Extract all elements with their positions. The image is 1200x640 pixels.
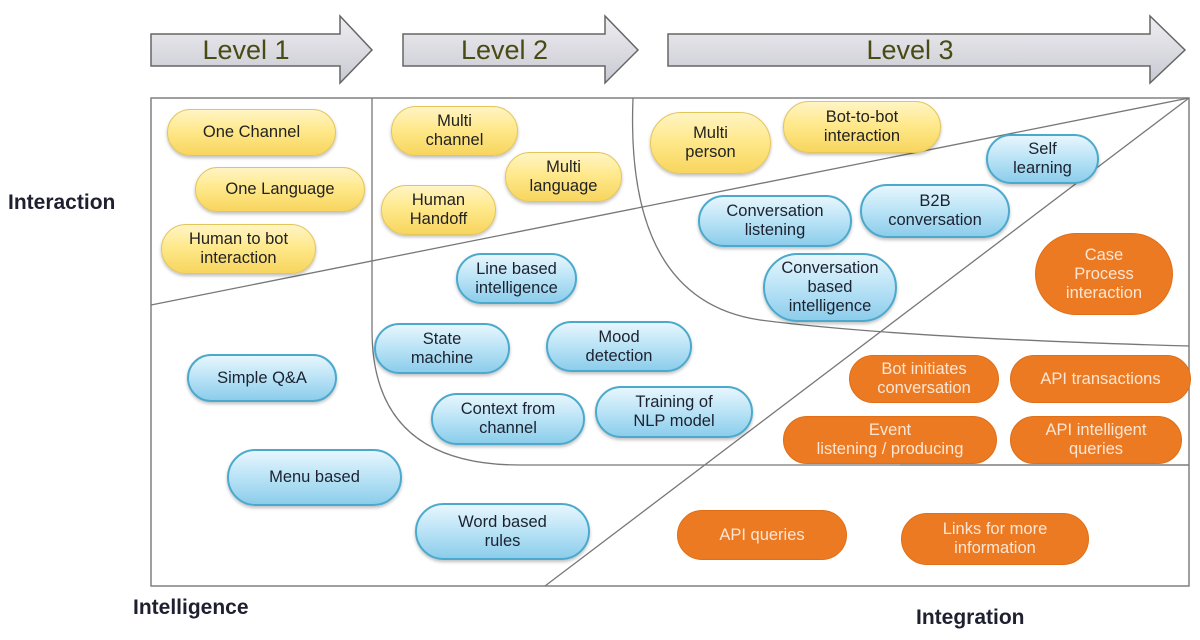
level-1-label: Level 1	[202, 35, 290, 65]
item-case-process-interaction: Case Process interaction	[1035, 233, 1173, 315]
level-3-label: Level 3	[866, 35, 954, 65]
intelligence-axis-label: Intelligence	[133, 596, 249, 619]
item-multi-language: Multi language	[505, 152, 622, 202]
item-word-based-rules: Word based rules	[415, 503, 590, 560]
item-simple-qa: Simple Q&A	[187, 354, 337, 402]
item-bot-to-bot-interaction: Bot-to-bot interaction	[783, 101, 941, 153]
item-training-of-nlp-model: Training of NLP model	[595, 386, 753, 438]
level-3-arrow	[667, 14, 1187, 85]
item-conversation-listening: Conversation listening	[698, 195, 852, 247]
level-2-label: Level 2	[460, 35, 549, 65]
item-bot-initiates-conversation: Bot initiates conversation	[849, 355, 999, 403]
item-api-transactions: API transactions	[1010, 355, 1191, 403]
item-multi-channel: Multi channel	[391, 106, 518, 156]
item-api-queries: API queries	[677, 510, 847, 560]
integration-axis-label: Integration	[916, 606, 1025, 629]
item-one-language: One Language	[195, 167, 365, 212]
level-2-arrow	[402, 14, 640, 85]
item-event-listening-producing: Event listening / producing	[783, 416, 997, 464]
item-multi-person: Multi person	[650, 112, 771, 174]
item-self-learning: Self learning	[986, 134, 1099, 184]
item-mood-detection: Mood detection	[546, 321, 692, 372]
item-api-intelligent-queries: API intelligent queries	[1010, 416, 1182, 464]
item-menu-based: Menu based	[227, 449, 402, 506]
interaction-divider-line	[150, 97, 1190, 306]
item-one-channel: One Channel	[167, 109, 336, 156]
item-links-for-more-information: Links for more information	[901, 513, 1089, 565]
level-3-boundary-curve	[631, 97, 1190, 347]
item-human-to-bot-interaction: Human to bot interaction	[161, 224, 316, 274]
item-context-from-channel: Context from channel	[431, 393, 585, 445]
level-1-arrow	[150, 14, 374, 85]
item-b2b-conversation: B2B conversation	[860, 184, 1010, 238]
interaction-axis-label: Interaction	[8, 191, 116, 214]
item-line-based-intelligence: Line based intelligence	[456, 253, 577, 304]
item-human-handoff: Human Handoff	[381, 185, 496, 235]
item-conversation-based-intelligence: Conversation based intelligence	[763, 253, 897, 322]
level-2-boundary-curve	[371, 98, 1189, 466]
item-state-machine: State machine	[374, 323, 510, 374]
diagram-frame	[150, 97, 1190, 587]
